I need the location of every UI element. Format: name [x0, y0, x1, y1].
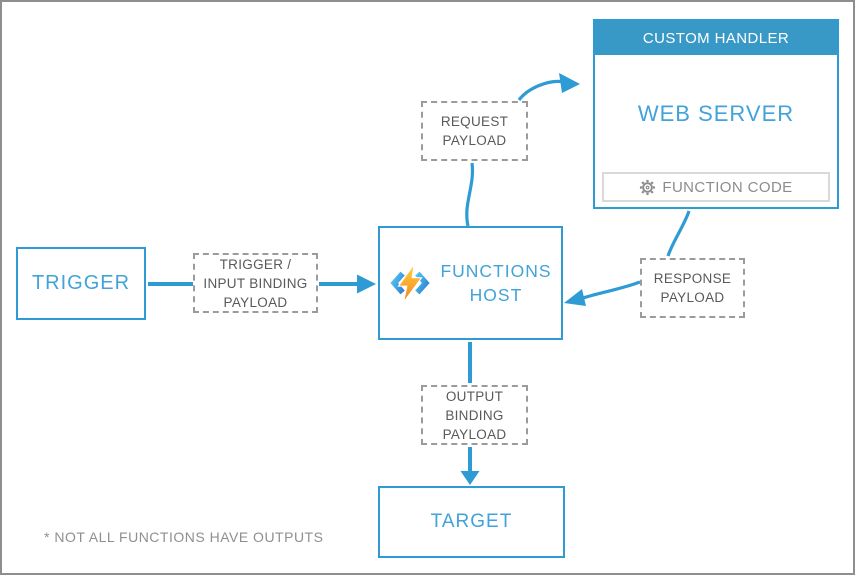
gear-icon — [639, 179, 656, 196]
footnote: * NOT ALL FUNCTIONS HAVE OUTPUTS — [44, 529, 324, 545]
arrow-request-payload-to-handler — [517, 79, 566, 102]
web-server-body: WEB SERVER — [595, 55, 837, 172]
web-server-label: WEB SERVER — [637, 100, 795, 126]
function-code-strip: FUNCTION CODE — [602, 172, 830, 202]
trigger-input-binding-payload-node: TRIGGER / INPUT BINDING PAYLOAD — [193, 253, 318, 313]
target-node: TARGET — [378, 486, 565, 558]
function-code-label: FUNCTION CODE — [662, 178, 793, 196]
arrow-handler-to-response-payload — [666, 210, 691, 257]
trigger-input-binding-payload-label: TRIGGER / INPUT BINDING PAYLOAD — [203, 256, 308, 310]
arrowhead-into-handler — [559, 73, 580, 93]
trigger-node: TRIGGER — [16, 247, 146, 320]
request-payload-node: REQUEST PAYLOAD — [421, 101, 528, 161]
response-payload-node: RESPONSE PAYLOAD — [640, 258, 745, 318]
arrowhead-into-target — [460, 471, 480, 485]
functions-host-node: FUNCTIONS HOST — [378, 226, 563, 340]
custom-handler-header: CUSTOM HANDLER — [595, 21, 837, 55]
azure-functions-lightning-icon — [389, 262, 431, 304]
custom-handler-node: CUSTOM HANDLER WEB SERVER — [593, 19, 839, 209]
output-binding-payload-node: OUTPUT BINDING PAYLOAD — [421, 385, 528, 445]
trigger-label: TRIGGER — [31, 272, 131, 294]
response-payload-label: RESPONSE PAYLOAD — [653, 271, 732, 305]
functions-host-label: FUNCTIONS HOST — [440, 261, 552, 305]
output-binding-payload-label: OUTPUT BINDING PAYLOAD — [442, 388, 507, 442]
request-payload-label: REQUEST PAYLOAD — [440, 114, 509, 148]
target-label: TARGET — [430, 511, 513, 532]
arrow-response-payload-to-host — [579, 280, 641, 301]
arrowhead-into-host-right — [564, 289, 586, 306]
arrowhead-into-host-left — [357, 274, 376, 294]
arrow-host-to-request-payload — [465, 162, 475, 227]
